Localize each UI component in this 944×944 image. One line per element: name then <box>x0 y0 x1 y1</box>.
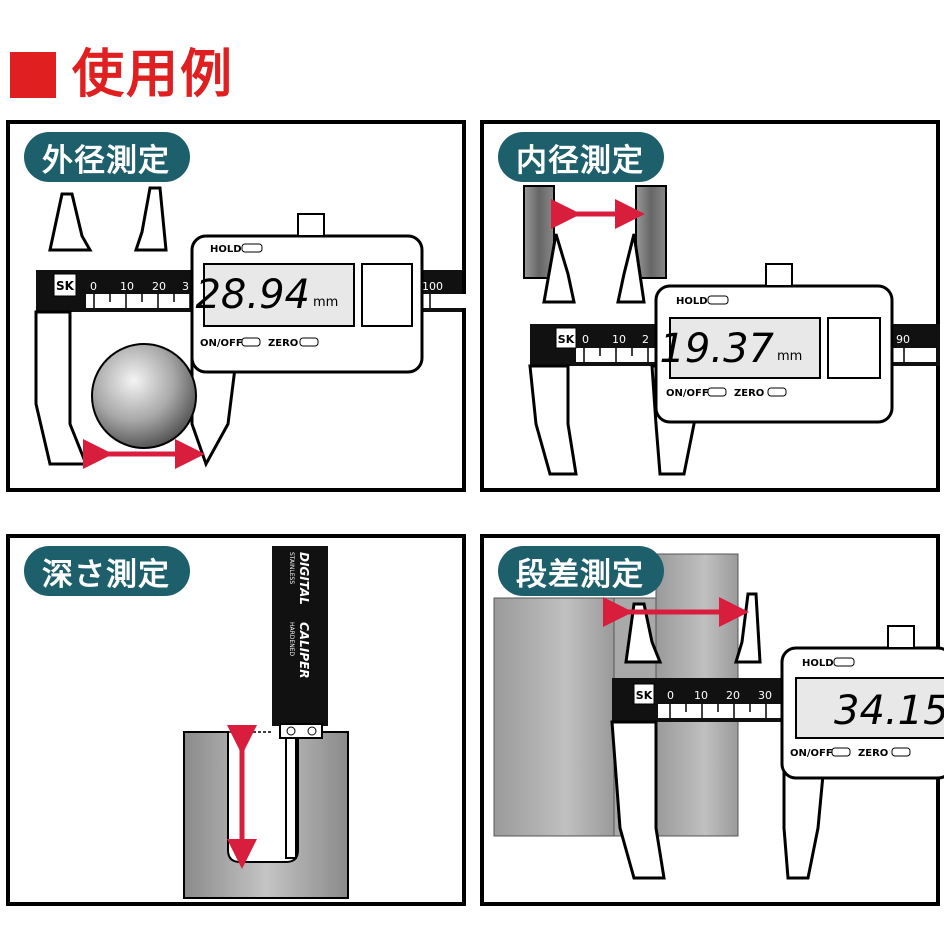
hold-button[interactable] <box>833 657 855 667</box>
zero-label: ZERO <box>858 748 888 759</box>
caliper-outer-illustration: SK 0 10 20 3 100 HOLD 28.94 mm ON/OFF ZE… <box>34 186 466 469</box>
scale-tick-label: 20 <box>152 280 166 293</box>
section-header: 使用例 <box>10 44 234 106</box>
panel-step: 段差測定 SK 0 10 20 30 HOLD <box>480 534 944 906</box>
panel-label: 内径測定 <box>498 132 664 182</box>
zero-label: ZERO <box>734 388 764 399</box>
hold-label: HOLD <box>676 296 708 307</box>
zero-button[interactable] <box>299 337 319 347</box>
panel-inner-diameter: 内径測定 SK 0 10 2 90 HOLD 19.37 <box>480 120 940 492</box>
scale-tick-label: 0 <box>582 333 589 346</box>
red-square-icon <box>10 52 56 98</box>
lcd-unit: mm <box>777 349 802 364</box>
brand-logo: SK <box>636 689 653 702</box>
hold-label: HOLD <box>802 658 834 669</box>
panel-label: 段差測定 <box>498 546 664 596</box>
brand-logo: SK <box>56 279 75 293</box>
scale-tick-label: 2 <box>642 333 649 346</box>
hold-label: HOLD <box>210 244 242 255</box>
thumb-roller[interactable] <box>827 317 881 379</box>
scale-tick-label: 20 <box>726 689 740 702</box>
caliper-depth-illustration: DIGITAL STAINLESS CALIPER HARDENED <box>183 546 349 899</box>
onoff-label: ON/OFF <box>666 388 709 399</box>
panel-outer-diameter: 外径測定 SK 0 10 20 3 100 <box>6 120 466 492</box>
hold-button[interactable] <box>241 243 263 253</box>
thumb-roller[interactable] <box>361 263 413 327</box>
zero-button[interactable] <box>767 387 787 397</box>
panel-depth: 深さ測定 DIGITAL STAINLESS CALIPER HARDENED <box>6 534 466 906</box>
beam-print: STAINLESS <box>288 552 295 584</box>
section-title: 使用例 <box>72 45 235 105</box>
zero-label: ZERO <box>268 338 298 349</box>
scale-tick-label: 3 <box>182 280 189 293</box>
zero-button[interactable] <box>891 747 911 757</box>
scale-tick-label: 0 <box>667 689 674 702</box>
onoff-button[interactable] <box>707 387 727 397</box>
lcd-reading: 19.37 <box>659 326 774 372</box>
hold-button[interactable] <box>707 295 729 305</box>
scale-tick-label: 10 <box>694 689 708 702</box>
scale-tick-label: 0 <box>90 280 97 293</box>
scale-tick-label: 100 <box>422 280 443 293</box>
panel-label: 深さ測定 <box>24 546 190 596</box>
brand-logo: SK <box>558 333 575 346</box>
panel-label: 外径測定 <box>24 132 190 182</box>
onoff-label: ON/OFF <box>200 338 243 349</box>
beam-print: CALIPER <box>297 622 311 678</box>
beam-print: HARDENED <box>288 622 295 656</box>
caliper-inner-illustration: SK 0 10 2 90 HOLD 19.37 mm ON/OFF ZERO <box>523 185 940 476</box>
scale-tick-label: 90 <box>896 333 910 346</box>
scale-tick-label: 10 <box>612 333 626 346</box>
lcd-reading: 34.15 <box>834 688 944 734</box>
onoff-button[interactable] <box>831 747 851 757</box>
onoff-button[interactable] <box>241 337 261 347</box>
scale-tick-label: 10 <box>120 280 134 293</box>
lcd-unit: mm <box>313 295 338 310</box>
lcd-reading: 28.94 <box>195 272 310 318</box>
onoff-label: ON/OFF <box>790 748 833 759</box>
scale-tick-label: 30 <box>758 689 772 702</box>
beam-print: DIGITAL <box>297 552 311 605</box>
caliper-step-illustration: SK 0 10 20 30 HOLD 34.15 ON/OFF ZERO <box>493 553 944 880</box>
